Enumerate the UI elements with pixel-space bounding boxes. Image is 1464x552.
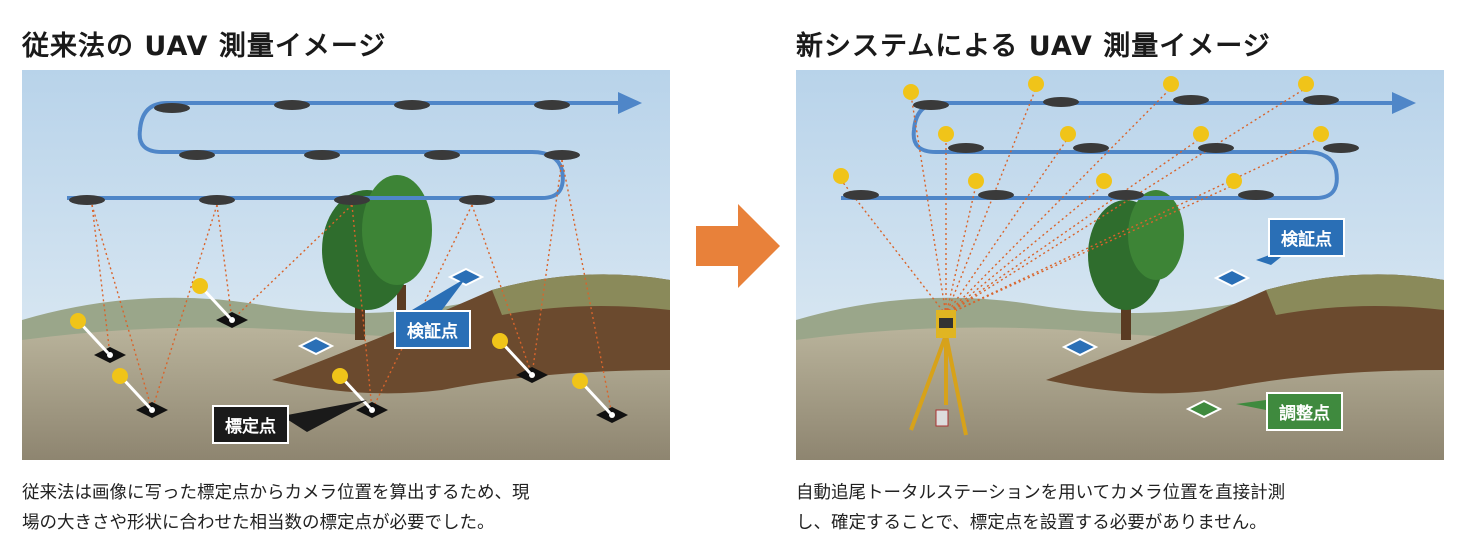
left-caption-line2: 場の大きさや形状に合わせた相当数の標定点が必要でした。	[22, 513, 495, 533]
flight-path	[67, 101, 622, 200]
right-scene: 検証点 調整点	[796, 70, 1444, 460]
right-adjust-label: 調整点	[1266, 392, 1343, 431]
sight-lines	[91, 159, 613, 416]
tree-trunk	[355, 290, 365, 340]
tree-right-canopy	[362, 175, 432, 285]
drones	[69, 100, 580, 205]
drones-with-prisms	[833, 76, 1359, 200]
left-title: 従来法の UAV 測量イメージ	[22, 31, 387, 62]
transition-arrow-icon	[696, 204, 780, 288]
right-scene-illustration	[796, 70, 1444, 460]
adjustment-point	[1185, 399, 1223, 419]
right-panel: 新システムによる UAV 測量イメージ	[780, 0, 1464, 552]
flight-path	[841, 101, 1396, 200]
right-title: 新システムによる UAV 測量イメージ	[796, 31, 1271, 62]
right-verification-label: 検証点	[1268, 218, 1345, 257]
left-scene: 検証点 標定点	[22, 70, 670, 460]
left-gcp-label: 標定点	[212, 405, 289, 444]
flight-path-arrowhead	[618, 92, 642, 114]
sight-lines	[840, 87, 1322, 316]
controller	[935, 409, 949, 427]
flight-path-arrowhead	[1392, 92, 1416, 114]
verification-points	[1061, 268, 1251, 357]
right-caption-line1: 自動追尾トータルステーションを用いてカメラ位置を直接計測	[796, 483, 1286, 503]
left-verification-label: 検証点	[394, 310, 471, 349]
gcp-targets	[70, 278, 628, 423]
total-station	[909, 334, 968, 436]
left-caption-line1: 従来法は画像に写った標定点からカメラ位置を算出するため、現	[22, 483, 530, 503]
left-scene-illustration	[22, 70, 670, 460]
right-caption-line2: し、確定することで、標定点を設置する必要がありません。	[796, 513, 1267, 533]
left-panel: 従来法の UAV 測量イメージ	[0, 0, 690, 552]
